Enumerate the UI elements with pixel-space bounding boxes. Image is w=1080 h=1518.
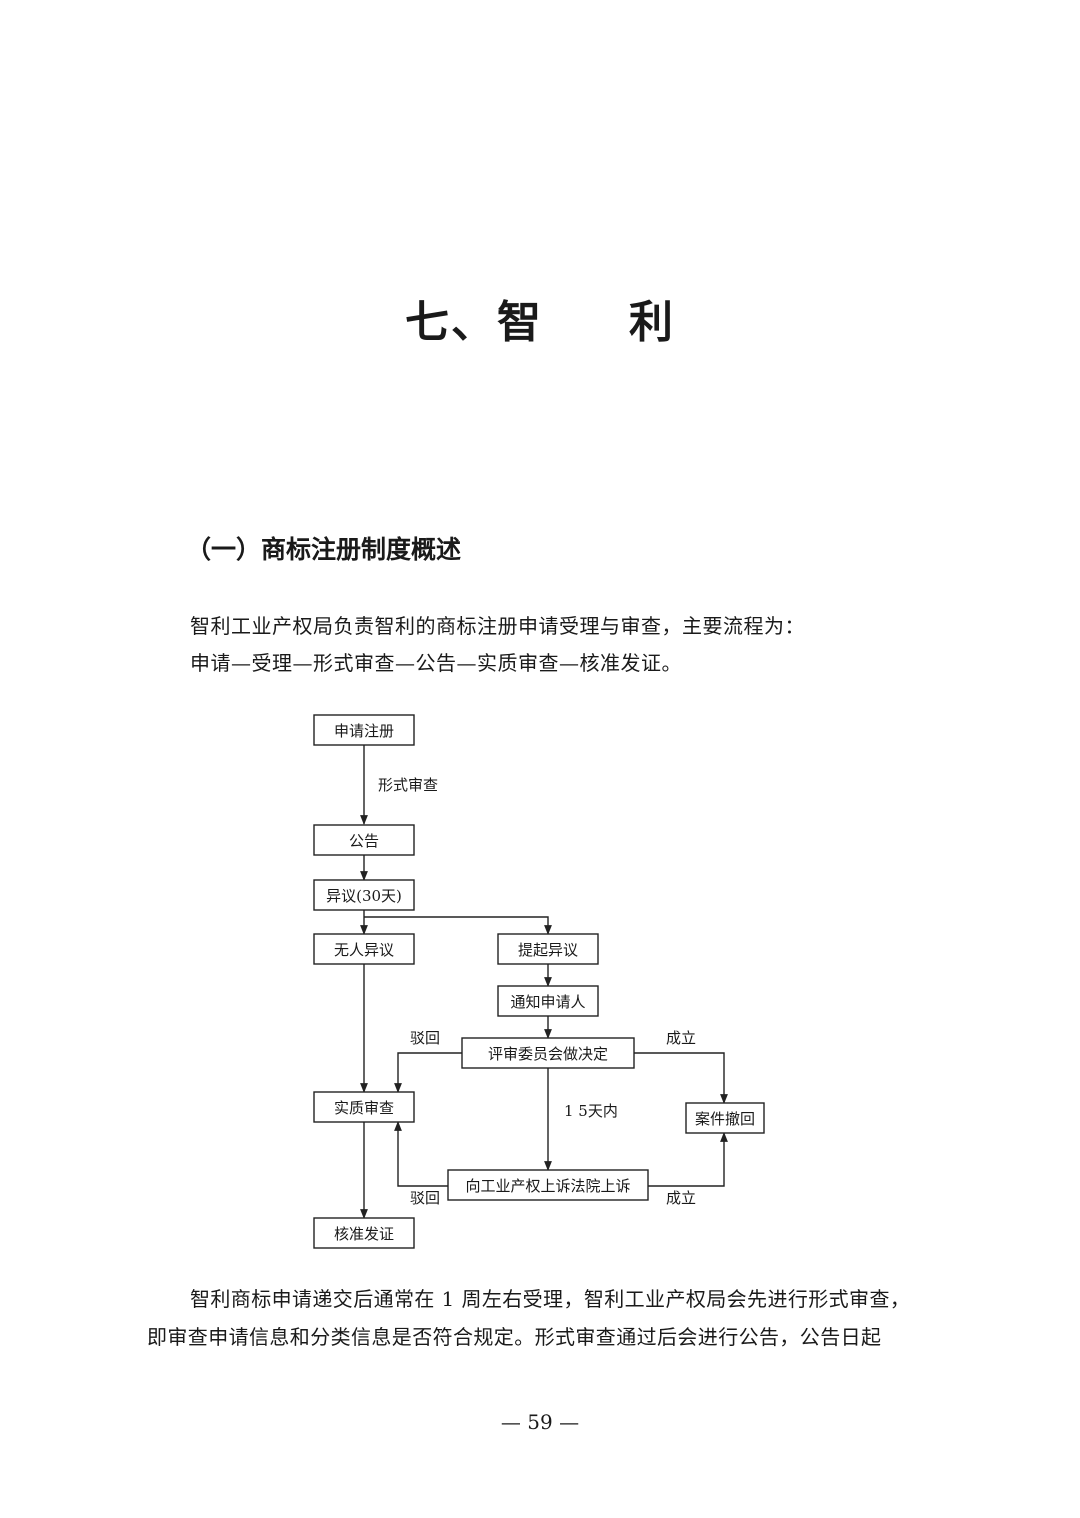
body-line-2: 即审查申请信息和分类信息是否符合规定。形式审查通过后会进行公告，公告日起 [147,1325,882,1349]
label-rejected-1: 驳回 [410,1029,440,1047]
chapter-title-right: 利 [629,297,675,348]
node-no-opposition: 无人异议 [313,933,415,965]
node-court-label: 向工业产权上诉法院上诉 [465,1177,630,1195]
node-substantive: 实质审查 [313,1091,415,1123]
node-apply: 申请注册 [313,714,415,746]
edge-opposition-file-opposition [364,916,552,935]
node-committee: 评审委员会做决定 [461,1037,635,1069]
node-notify-label: 通知申请人 [510,993,585,1011]
label-formal-exam: 形式审查 [378,776,438,794]
label-upheld-1: 成立 [666,1029,696,1047]
node-file-opposition: 提起异议 [497,933,599,965]
node-withdrawn-label: 案件撤回 [695,1110,755,1128]
node-announce-label: 公告 [349,832,379,850]
node-committee-label: 评审委员会做决定 [488,1045,608,1063]
label-within-15-days: 1 5天内 [564,1102,618,1120]
page-number: — 59 — [500,1410,580,1434]
node-approve-label: 核准发证 [334,1225,394,1243]
edge-committee-substantive [394,1052,462,1093]
intro-line-2: 申请—受理—形式审查—公告—实质审查—核准发证。 [190,651,682,675]
chapter-title: 七、智 利 [0,286,1080,350]
node-apply-label: 申请注册 [334,722,394,740]
intro-line-1: 智利工业产权局负责智利的商标注册申请受理与审查，主要流程为： [190,614,805,638]
node-substantive-label: 实质审查 [334,1099,394,1117]
label-upheld-2: 成立 [666,1189,696,1207]
node-opposition-label: 异议(30天) [326,887,402,905]
edge-court-substantive [394,1121,448,1187]
body-line-1: 智利商标申请递交后通常在 1 周左右受理，智利工业产权局会先进行形式审查， [190,1287,911,1311]
label-rejected-2: 驳回 [410,1189,440,1207]
node-announce: 公告 [313,824,415,856]
node-withdrawn: 案件撤回 [685,1102,765,1134]
node-notify: 通知申请人 [497,985,599,1017]
node-approve: 核准发证 [313,1217,415,1249]
node-no-opposition-label: 无人异议 [334,941,394,959]
node-court: 向工业产权上诉法院上诉 [447,1169,649,1201]
edge-court-withdrawn [648,1132,728,1187]
section-heading: （一）商标注册制度概述 [186,535,462,564]
edge-committee-withdrawn [634,1052,728,1104]
node-opposition: 异议(30天) [313,879,415,911]
node-file-opposition-label: 提起异议 [518,941,578,959]
chapter-title-left: 七、智 [405,297,543,348]
